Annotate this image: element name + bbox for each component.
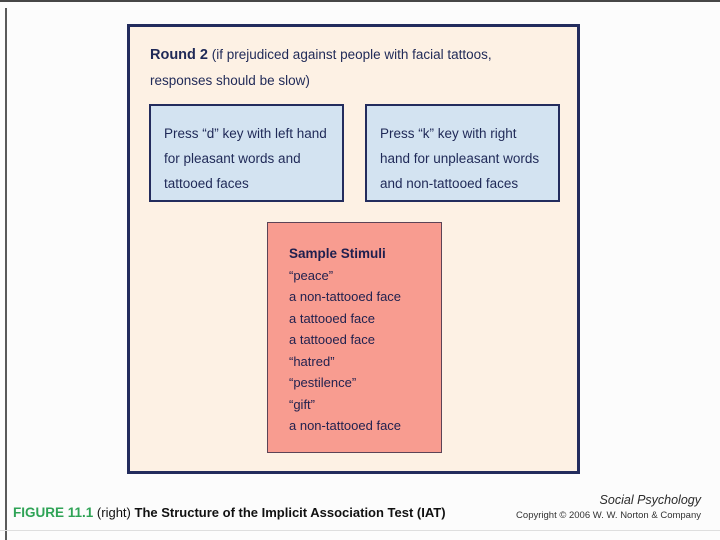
window-left-border	[5, 8, 7, 540]
figure-caption: FIGURE 11.1 (right) The Structure of the…	[13, 505, 573, 520]
right-key-instruction-text: Press “k” key with right hand for unplea…	[380, 126, 540, 191]
stimulus-item: a non-tattooed face	[289, 289, 402, 304]
stimulus-item: “peace”	[289, 267, 334, 283]
iat-figure-panel: Round 2 (if prejudiced against people wi…	[127, 24, 580, 474]
figure-placement-note: (right)	[96, 505, 131, 520]
stimulus-item: a tattooed face	[289, 310, 376, 326]
stimulus-item: “pestilence”	[289, 375, 357, 390]
sample-stimuli-title: Sample Stimuli	[289, 246, 386, 261]
figure-number: FIGURE 11.1	[13, 505, 94, 520]
left-key-instruction-text: Press “d” key with left hand for pleasan…	[164, 126, 327, 191]
stimulus-item: a tattooed face	[289, 332, 376, 347]
right-key-instruction-box: Press “k” key with right hand for unplea…	[365, 104, 560, 202]
round-condition: (if prejudiced against people with facia…	[150, 47, 492, 88]
round-heading: Round 2 (if prejudiced against people wi…	[150, 42, 555, 94]
window-top-border	[0, 0, 720, 2]
left-key-instruction-box: Press “d” key with left hand for pleasan…	[149, 104, 344, 202]
sample-stimuli-box: Sample Stimuli “peace” a non-tattooed fa…	[267, 222, 442, 453]
round-label: Round 2	[150, 47, 208, 63]
figure-caption-title: The Structure of the Implicit Associatio…	[134, 505, 446, 520]
copyright-notice: Copyright © 2006 W. W. Norton & Company	[516, 510, 701, 521]
stimulus-item: “gift”	[289, 396, 315, 412]
stimulus-item: a non-tattooed face	[289, 418, 402, 433]
window-bottom-border	[0, 530, 720, 531]
stimulus-item: “hatred”	[289, 353, 335, 369]
book-title: Social Psychology	[599, 493, 701, 507]
